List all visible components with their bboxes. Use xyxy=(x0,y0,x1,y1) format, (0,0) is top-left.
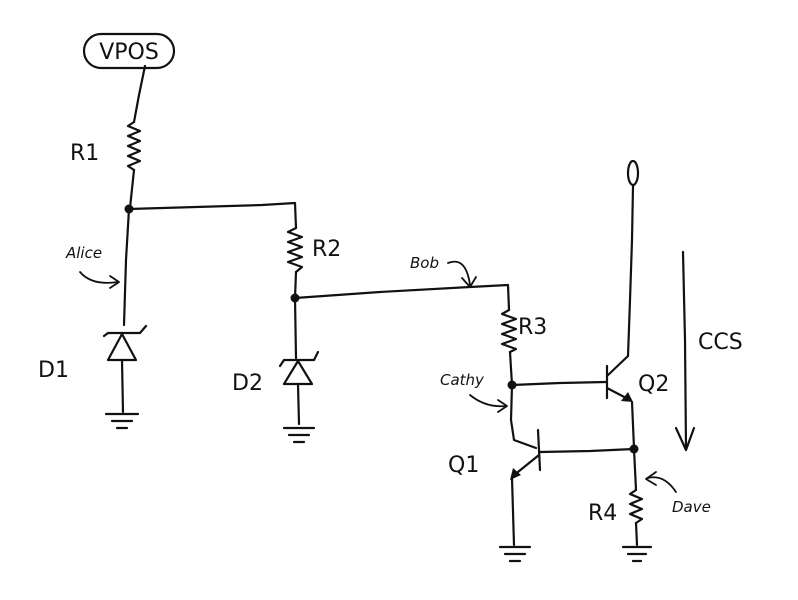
wire-node-d2 xyxy=(293,296,298,360)
q1-transistor: Q1 xyxy=(448,383,636,563)
cathy-annotation: Cathy xyxy=(440,371,508,413)
alice-annotation: Alice xyxy=(65,244,120,289)
d1-zener-triangle xyxy=(106,332,138,362)
bob-annotation: Bob xyxy=(410,254,477,288)
r4-resistor xyxy=(628,488,644,525)
alice-arrowhead xyxy=(109,275,120,289)
q1-ground-symbol xyxy=(498,545,532,563)
wire-q1-base xyxy=(538,447,636,454)
dave-annotation: Dave xyxy=(645,471,711,516)
r1-label: R1 xyxy=(70,141,99,166)
wire-node-r4 xyxy=(632,447,638,492)
alice-label: Alice xyxy=(65,244,102,262)
r4-label: R4 xyxy=(588,501,617,526)
bob-arrow xyxy=(447,260,471,286)
d1-zener-bar xyxy=(102,324,148,338)
wire-q1-gnd xyxy=(510,476,516,547)
bob-arrowhead xyxy=(461,276,477,288)
cathy-arrow xyxy=(469,394,507,408)
ccs-arrow-shaft xyxy=(681,250,688,450)
r4-branch: R4 xyxy=(588,447,653,563)
ccs-label: CCS xyxy=(698,330,743,355)
r3-resistor xyxy=(500,308,518,354)
d1-ground-symbol xyxy=(104,412,140,430)
wire-q2-emitter-node xyxy=(630,400,636,450)
vpos-oval xyxy=(82,32,176,70)
wire-q2-base xyxy=(510,380,608,387)
wire-q2-collector-top xyxy=(626,184,635,358)
q2-collector-leg xyxy=(605,354,630,378)
d2-ground-symbol xyxy=(282,426,316,444)
dave-arrowhead xyxy=(645,471,657,486)
r4-ground-symbol xyxy=(621,545,653,563)
r3-label: R3 xyxy=(518,315,547,340)
d2-label: D2 xyxy=(232,371,263,396)
q2-emitter-arrow xyxy=(621,392,633,402)
wire-node-r3 xyxy=(293,283,511,312)
d2-branch: D2 xyxy=(232,296,320,444)
q1-label: Q1 xyxy=(448,453,479,478)
q1-emitter-arrow xyxy=(510,468,521,480)
r3-branch: R3 xyxy=(500,308,547,387)
d1-label: D1 xyxy=(38,358,69,383)
dave-arrow xyxy=(647,476,677,493)
wire-vpos-r1 xyxy=(132,64,147,124)
d1-branch: D1 xyxy=(38,207,148,430)
d2-zener-triangle xyxy=(282,359,314,386)
cathy-arrowhead xyxy=(497,399,508,413)
vpos-label: VPOS xyxy=(99,40,159,65)
wire-q1-collector xyxy=(509,383,538,450)
cathy-label: Cathy xyxy=(440,371,485,389)
wire-r4-gnd xyxy=(634,521,639,547)
wire-r1-node xyxy=(128,168,136,210)
alice-arrow xyxy=(79,271,119,284)
r2-resistor xyxy=(286,226,304,274)
q1-base-bar xyxy=(536,428,542,472)
wire-d2-gnd xyxy=(296,382,301,426)
wire-r3-node xyxy=(508,350,514,387)
r1-resistor xyxy=(126,120,142,172)
ccs-arrowhead xyxy=(674,426,696,452)
q2-transistor: Q2 xyxy=(605,159,669,450)
r1-branch: R1 xyxy=(70,64,147,210)
dave-label: Dave xyxy=(672,498,711,516)
ccs-current-arrow: CCS xyxy=(674,250,743,452)
wire-d1-gnd xyxy=(120,358,125,414)
wire-node-d1 xyxy=(122,207,131,327)
wire-node-r2 xyxy=(127,201,298,230)
bob-label: Bob xyxy=(410,254,439,272)
vpos-node: VPOS xyxy=(82,32,176,70)
d2-zener-bar xyxy=(278,350,320,368)
r2-branch: R2 xyxy=(286,226,341,300)
q2-label: Q2 xyxy=(638,372,669,397)
r2-label: R2 xyxy=(312,237,341,262)
q2-collector-terminal xyxy=(626,159,640,187)
